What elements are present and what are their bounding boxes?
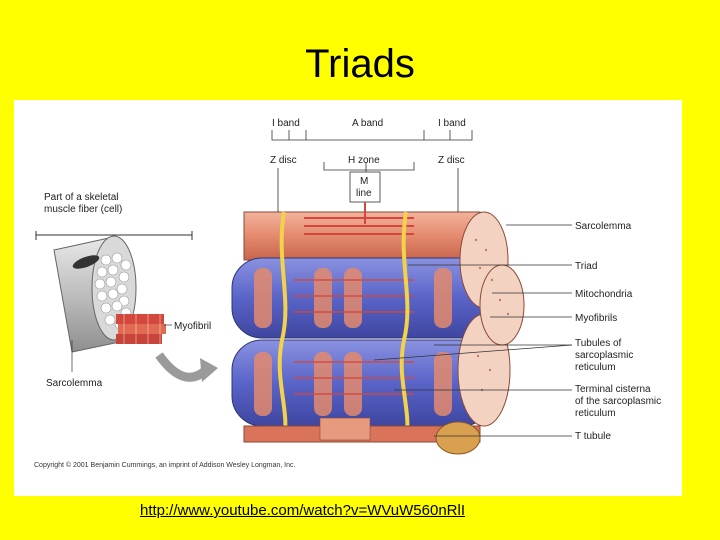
right-leader-lines: [373, 224, 573, 437]
label-a-band: A band: [352, 118, 383, 129]
label-z-disc-right: Z disc: [438, 155, 465, 166]
label-i-band-left: I band: [272, 118, 300, 129]
label-tubules-3: reticulum: [575, 362, 616, 373]
label-t-tubule: T tubule: [575, 431, 611, 442]
video-link[interactable]: http://www.youtube.com/watch?v=WVuW560nR…: [140, 502, 466, 519]
label-i-band-right: I band: [438, 118, 466, 129]
copyright-notice: Copyright © 2001 Benjamin Cummings, an i…: [34, 462, 296, 469]
label-myofibrils: Myofibrils: [575, 313, 617, 324]
label-triad: Triad: [575, 261, 597, 272]
label-cisterna-3: reticulum: [575, 408, 616, 419]
label-cisterna-1: Terminal cisterna: [575, 384, 651, 395]
label-tubules-1: Tubules of: [575, 338, 622, 349]
label-tubules-2: sarcoplasmic: [575, 350, 633, 361]
muscle-fiber-diagram: I band A band I band Z disc H zone Z dis…: [14, 100, 682, 496]
label-fiber-line-1: Part of a skeletal: [44, 192, 118, 203]
label-mitochondria: Mitochondria: [575, 289, 633, 300]
label-m-line-2: line: [356, 188, 372, 199]
myofibril-block: [231, 211, 525, 455]
myofibril-illustration: [116, 314, 166, 344]
label-myofibril: Myofibril: [174, 321, 211, 332]
muscle-fiber-illustration: [35, 231, 218, 382]
diagram-drawing: I band A band I band Z disc H zone Z dis…: [35, 118, 661, 455]
label-z-disc-left: Z disc: [270, 155, 297, 166]
label-m-line-1: M: [360, 176, 368, 187]
slide-title: Triads: [305, 42, 415, 86]
label-cisterna-2: of the sarcoplasmic: [575, 396, 661, 407]
label-h-zone: H zone: [348, 155, 380, 166]
label-sarcolemma-left: Sarcolemma: [46, 378, 103, 389]
label-sarcolemma-right: Sarcolemma: [575, 221, 632, 232]
top-leader-lines: [271, 130, 473, 224]
label-fiber-line-2: muscle fiber (cell): [44, 204, 122, 215]
